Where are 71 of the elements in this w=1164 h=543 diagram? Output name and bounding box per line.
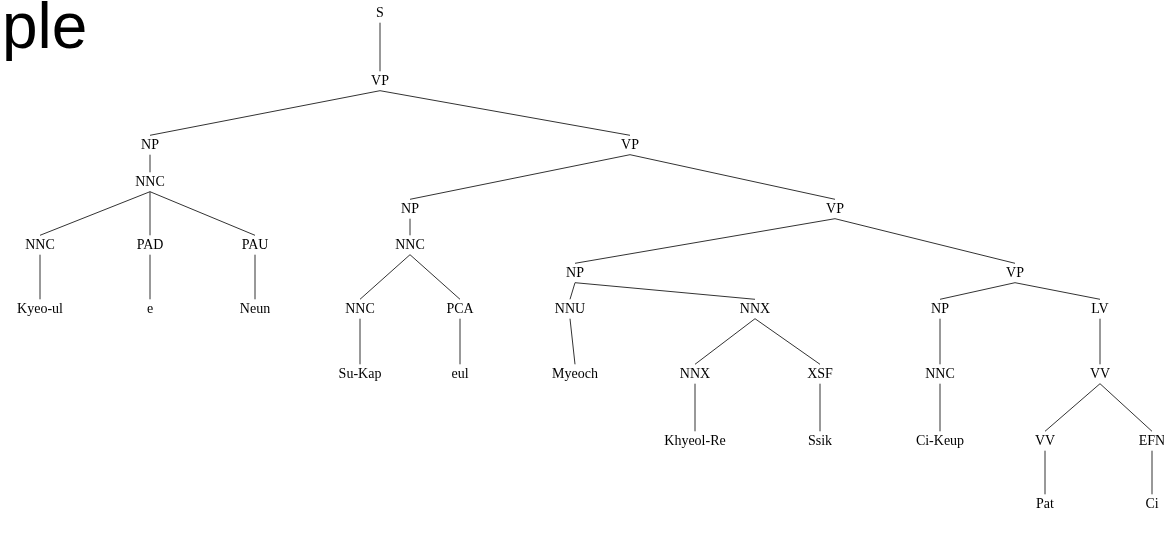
tree-branch-line: [694, 318, 756, 365]
tree-branch-line: [39, 191, 151, 236]
tree-branch-line: [254, 254, 256, 300]
tree-node-label: VP: [826, 201, 844, 217]
tree-node-label: Ci-Keup: [915, 433, 965, 449]
tree-branch-line: [149, 191, 151, 236]
tree-branch-line: [39, 254, 41, 300]
tree-node-label: NP: [141, 137, 159, 153]
tree-branch-line: [409, 254, 461, 300]
tree-node-label: NNC: [135, 174, 165, 190]
tree-branch-line: [939, 282, 1016, 300]
tree-node-label: NP: [931, 301, 949, 317]
tree-branch-line: [939, 383, 941, 432]
tree-branch-line: [939, 318, 941, 365]
tree-node-label: VP: [371, 73, 389, 89]
tree-node-label: Kyeo-ul: [17, 301, 63, 317]
tree-branch-line: [1151, 450, 1153, 495]
tree-node-label: XSF: [807, 366, 833, 382]
tree-node-label: PAD: [136, 237, 164, 253]
tree-node-label: NP: [566, 265, 584, 281]
tree-branch-line: [1014, 282, 1101, 300]
tree-node-label: Su-Kap: [338, 366, 382, 382]
tree-node-label: NNC: [925, 366, 955, 382]
tree-branch-line: [409, 218, 411, 236]
tree-node-label: e: [146, 301, 154, 317]
tree-branch-line: [1099, 318, 1101, 365]
tree-node-label: NNC: [395, 237, 425, 253]
tree-branch-line: [569, 318, 576, 365]
tree-branch-line: [379, 90, 631, 136]
tree-branch-line: [149, 191, 256, 236]
tree-branch-line: [1044, 383, 1101, 432]
tree-branch-line: [819, 383, 821, 432]
tree-node-label: VV: [1034, 433, 1056, 449]
tree-branch-line: [1044, 450, 1046, 495]
tree-node-label: eul: [451, 366, 469, 382]
tree-node-label: Ssik: [807, 433, 833, 449]
tree-node-label: LV: [1091, 301, 1109, 317]
tree-node-label: NP: [401, 201, 419, 217]
tree-branch-line: [149, 90, 381, 136]
tree-node-label: NNU: [554, 301, 586, 317]
tree-node-label: NNC: [25, 237, 55, 253]
tree-node-label: VP: [621, 137, 639, 153]
tree-branch-line: [149, 154, 151, 173]
tree-branch-line: [834, 218, 1016, 264]
tree-node-label: Ci: [1145, 496, 1159, 512]
tree-node-label: NNC: [345, 301, 375, 317]
tree-branch-line: [409, 154, 631, 200]
tree-node-label: NNX: [679, 366, 711, 382]
tree-branch-line: [149, 254, 151, 300]
tree-node-label: VP: [1006, 265, 1024, 281]
tree-branch-line: [629, 154, 836, 200]
tree-branch-line: [569, 282, 576, 300]
tree-branch-line: [574, 282, 756, 300]
tree-node-label: Myeoch: [552, 366, 598, 382]
tree-node-label: Khyeol-Re: [664, 433, 726, 449]
tree-node-label: VV: [1089, 366, 1111, 382]
tree-node-label: PAU: [241, 237, 269, 253]
tree-branch-line: [754, 318, 821, 365]
tree-branch-line: [1099, 383, 1153, 432]
tree-branch-line: [574, 218, 836, 264]
tree-branch-line: [359, 318, 361, 365]
tree-branch-line: [694, 383, 696, 432]
tree-branch-line: [459, 318, 461, 365]
tree-branch-line: [379, 22, 381, 72]
tree-node-label: Neun: [239, 301, 271, 317]
tree-node-label: PCA: [446, 301, 474, 317]
tree-node-label: Pat: [1036, 496, 1054, 512]
tree-node-label: NNX: [739, 301, 771, 317]
tree-node-label: EFN: [1138, 433, 1164, 449]
tree-branch-line: [359, 254, 411, 300]
tree-node-label: S: [376, 5, 384, 21]
